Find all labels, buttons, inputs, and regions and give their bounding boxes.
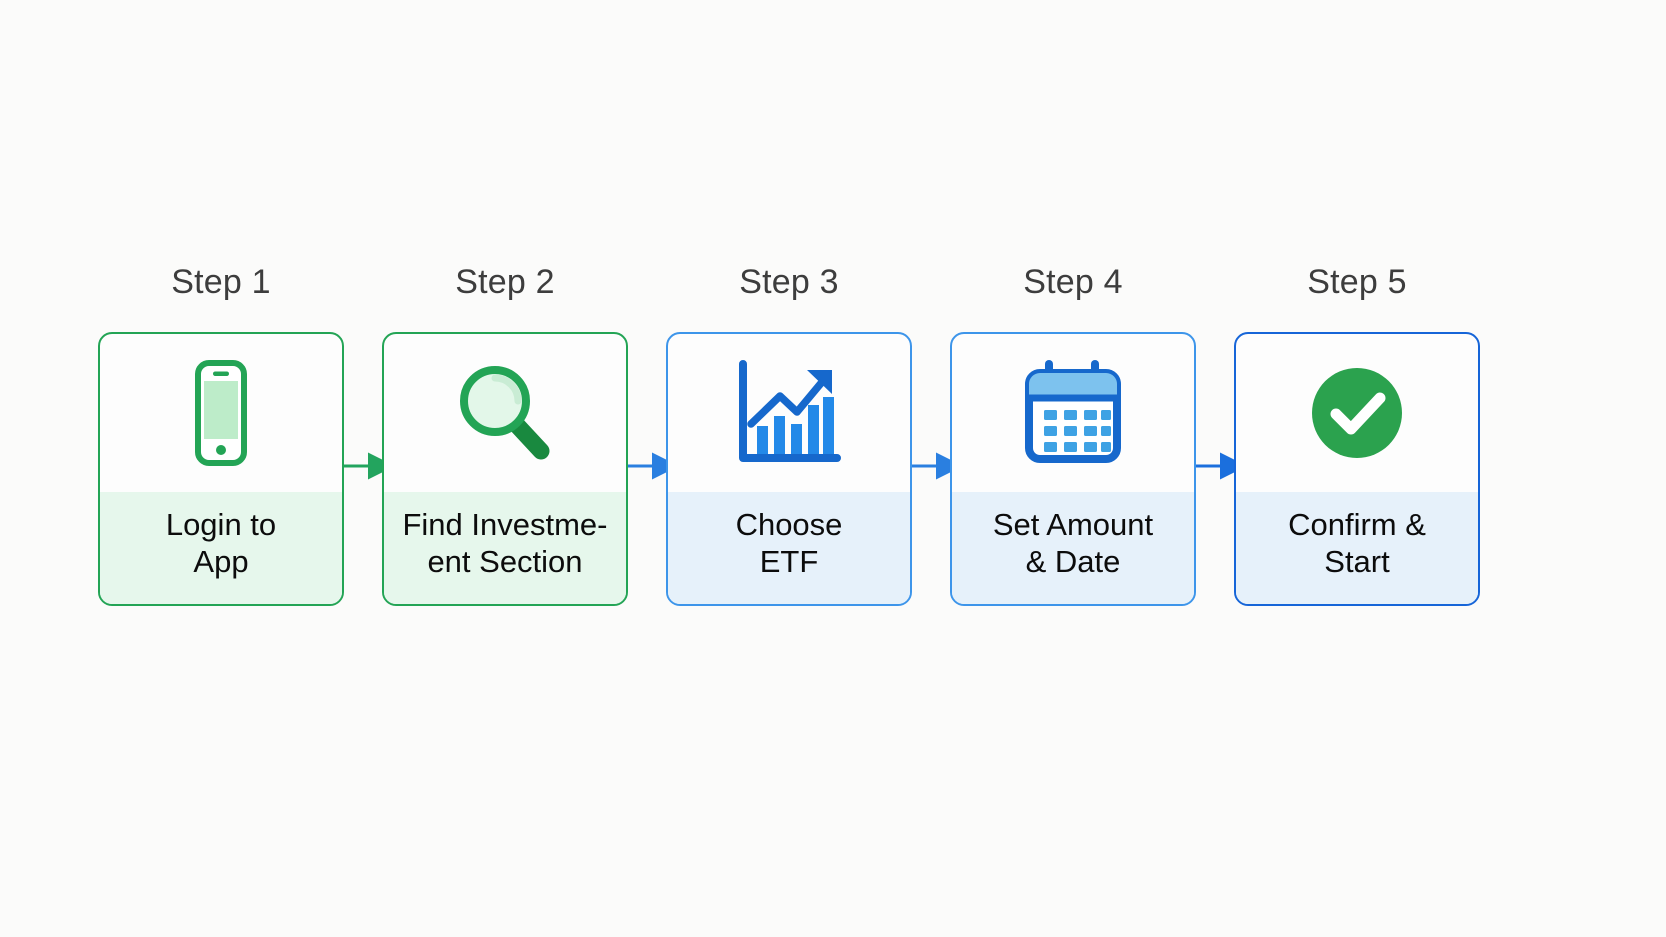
step-column-2: Step 2 Find Investme- ent Section <box>382 262 628 606</box>
step-label-2: Find Investme- ent Section <box>402 507 608 579</box>
step-1-icon-area <box>100 334 342 492</box>
step-card-2[interactable]: Find Investme- ent Section <box>382 332 628 606</box>
step-1-label-band: Login to App <box>100 492 342 604</box>
step-card-5[interactable]: Confirm & Start <box>1234 332 1480 606</box>
step-card-3[interactable]: Choose ETF <box>666 332 912 606</box>
step-4-icon-area <box>952 334 1194 492</box>
step-3-icon-area <box>668 334 910 492</box>
smartphone-icon <box>195 360 247 466</box>
step-card-4[interactable]: Set Amount & Date <box>950 332 1196 606</box>
step-5-label-band: Confirm & Start <box>1236 492 1478 604</box>
magnifier-icon <box>460 366 550 460</box>
step-label-3: Choose ETF <box>735 507 843 579</box>
check-circle-icon <box>1312 368 1402 458</box>
step-caption-4: Step 4 <box>1023 263 1123 301</box>
step-2-label-band: Find Investme- ent Section <box>384 492 626 604</box>
step-column-4: Step 4 <box>950 262 1196 606</box>
bar-chart-growth-icon <box>739 360 841 462</box>
step-column-3: Step 3 Choose ETF <box>666 262 912 606</box>
step-4-label-band: Set Amount & Date <box>952 492 1194 604</box>
step-label-5: Confirm & Start <box>1288 507 1426 579</box>
step-caption-5: Step 5 <box>1307 263 1407 301</box>
calendar-icon <box>1025 360 1121 463</box>
step-caption-3: Step 3 <box>739 263 839 301</box>
step-2-icon-area <box>384 334 626 492</box>
step-column-5: Step 5 Confirm & Start <box>1234 262 1480 606</box>
step-5-icon-area <box>1236 334 1478 492</box>
step-caption-2: Step 2 <box>455 263 555 301</box>
step-3-label-band: Choose ETF <box>668 492 910 604</box>
step-caption-1: Step 1 <box>171 263 271 301</box>
step-label-4: Set Amount & Date <box>992 507 1154 579</box>
step-card-1[interactable]: Login to App <box>98 332 344 606</box>
step-label-1: Login to App <box>165 507 277 579</box>
step-column-1: Step 1 Login to App <box>98 262 344 606</box>
